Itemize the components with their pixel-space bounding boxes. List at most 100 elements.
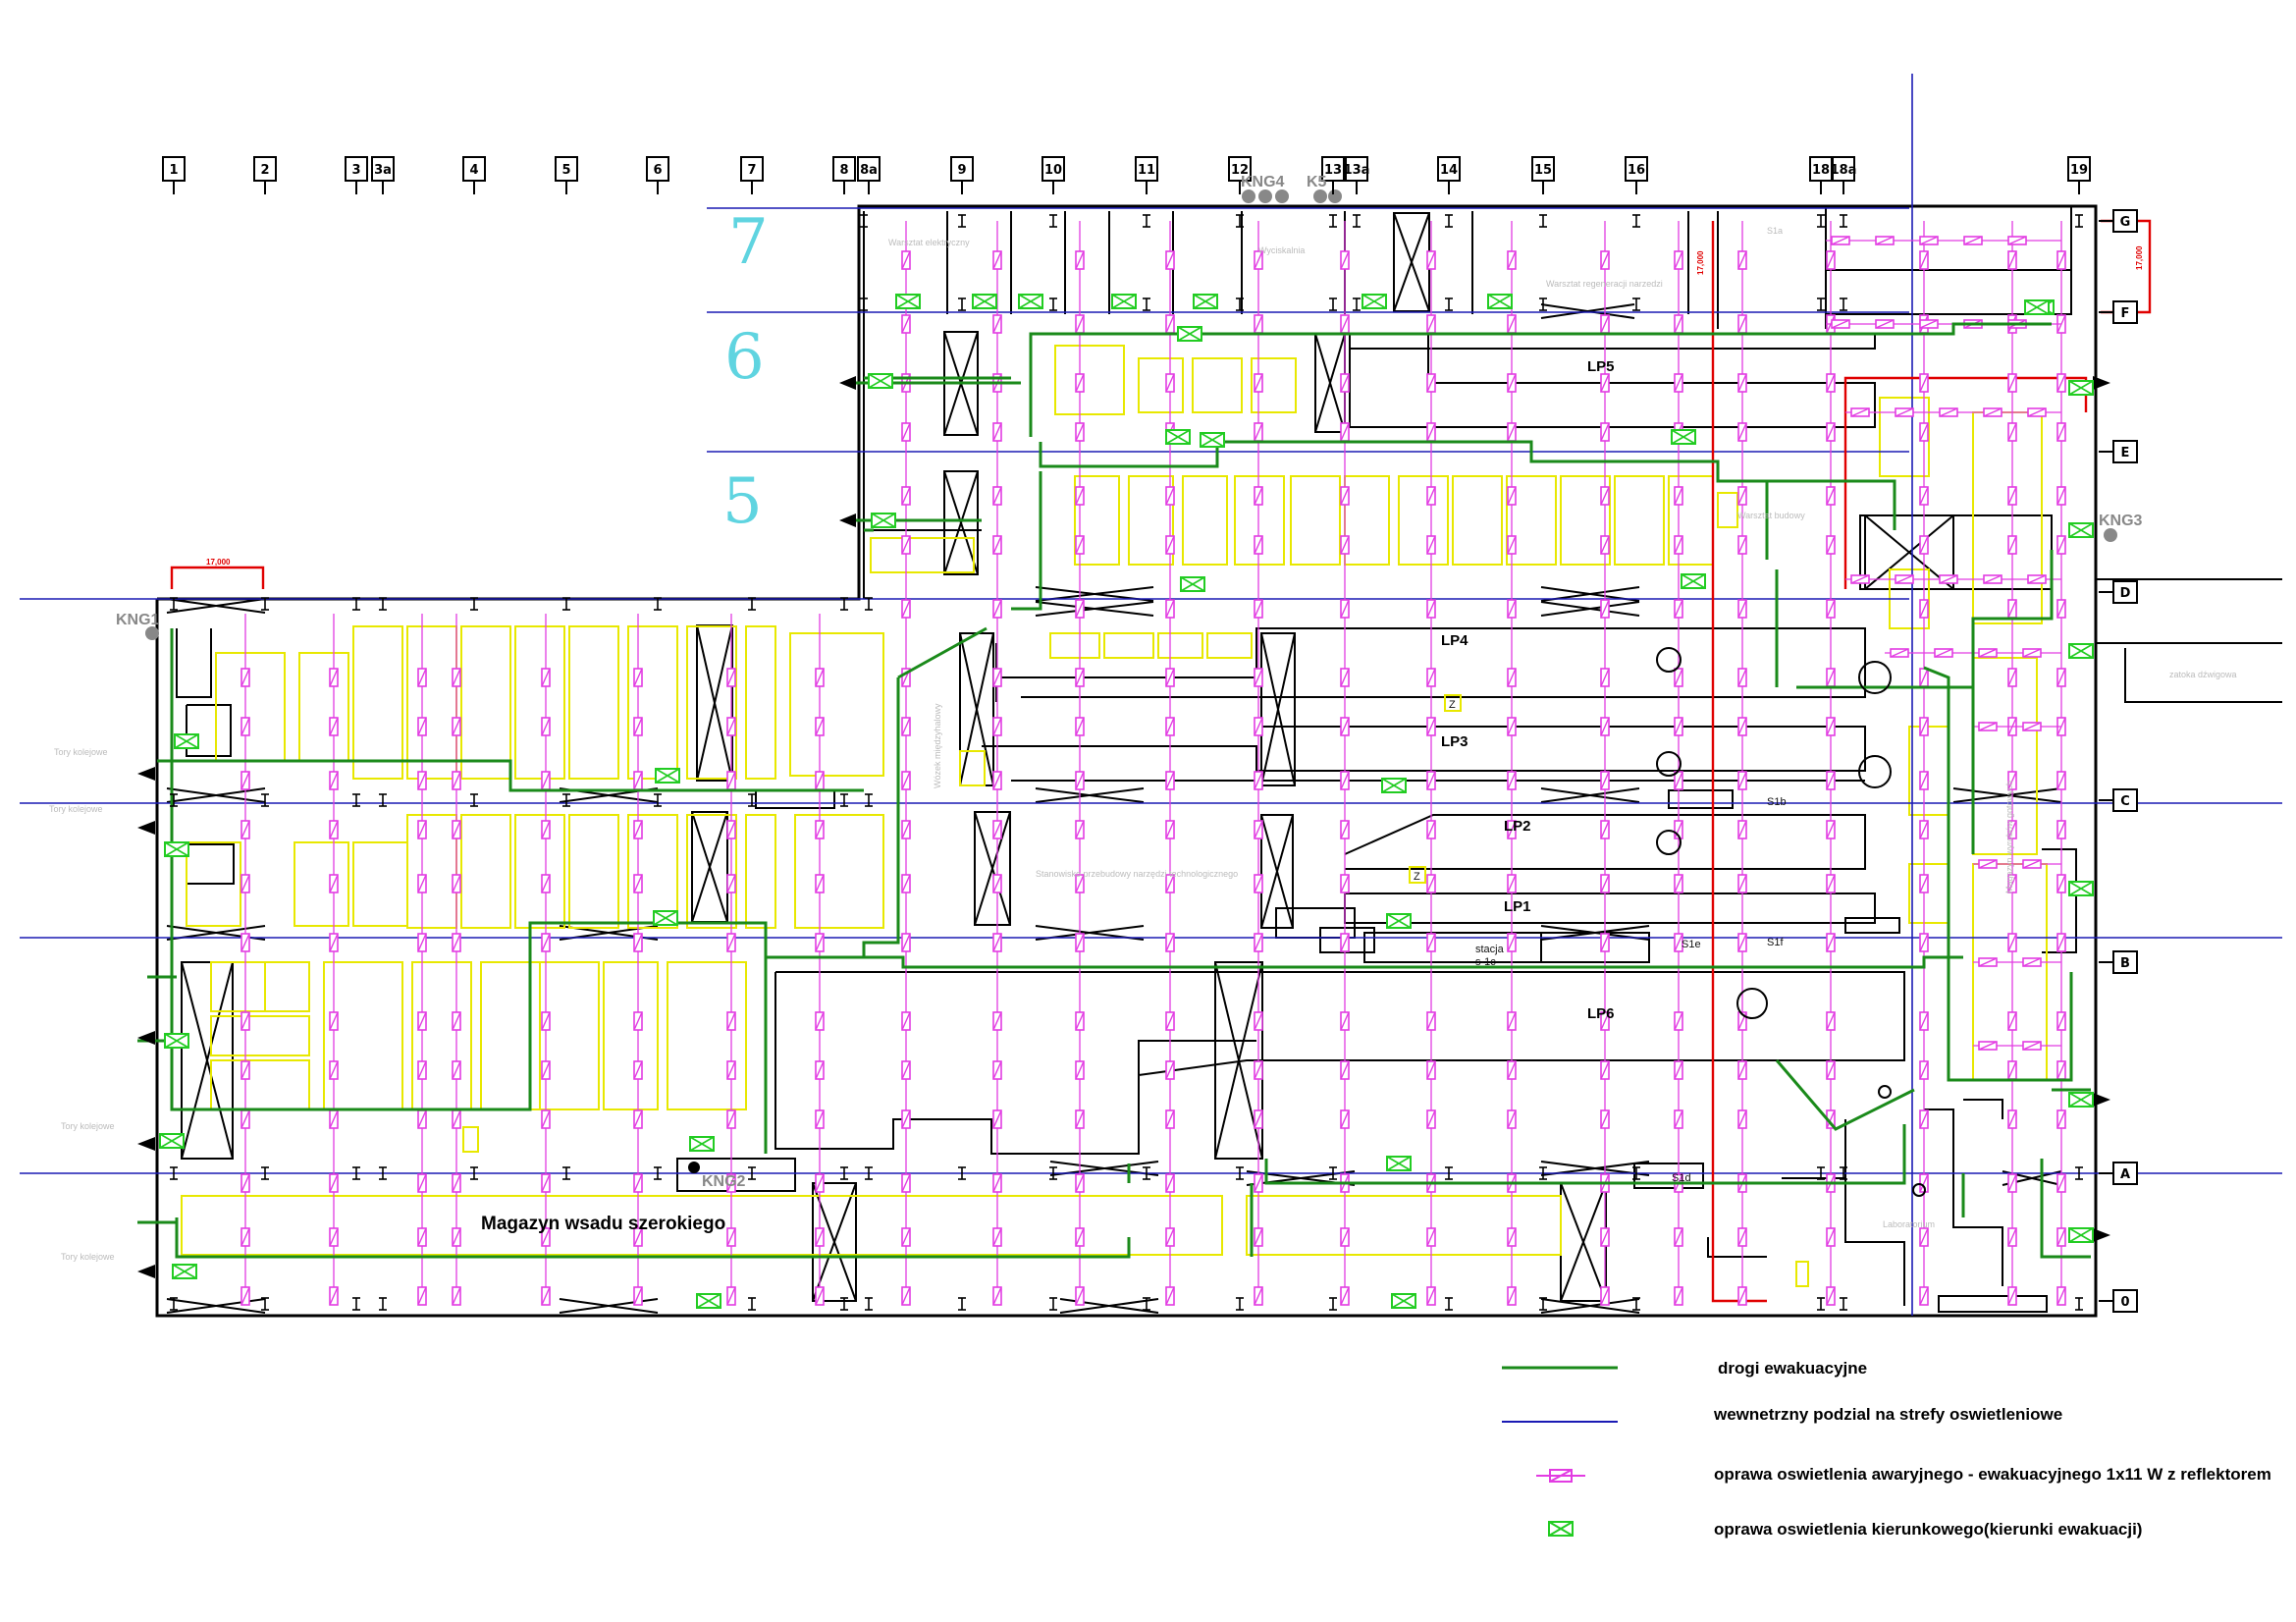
emergency-row-5 (1885, 648, 2061, 658)
emergency-light (452, 717, 461, 736)
emergency-light (1737, 314, 1747, 334)
emergency-column-6 (633, 614, 643, 1306)
runway-mark-10 (1540, 787, 1640, 803)
emergency-light (1340, 668, 1350, 687)
emergency-light (2007, 599, 2017, 619)
emergency-light (1165, 1286, 1175, 1306)
emergency-light (2056, 820, 2066, 839)
emergency-light (726, 1173, 736, 1193)
directional-light (868, 373, 893, 389)
emergency-light (452, 1286, 461, 1306)
axis-label: 6 (653, 163, 662, 178)
emergency-light (240, 874, 250, 893)
line-lp4: LP4 (1441, 632, 1468, 649)
emergency-light (992, 1227, 1002, 1247)
axis-marker-1: 1 (162, 156, 186, 194)
emergency-light (1919, 1011, 1929, 1031)
axis-marker-3a: 3a (371, 156, 395, 194)
emergency-light (240, 1109, 250, 1129)
emergency-light (1075, 599, 1085, 619)
emergency-light (1426, 717, 1436, 736)
directional-light (696, 1293, 721, 1309)
emergency-light (541, 1060, 551, 1080)
emergency-light (1674, 1060, 1683, 1080)
emergency-row-7 (1973, 859, 2061, 869)
emergency-column-2 (329, 614, 339, 1306)
emergency-light (2007, 933, 2017, 952)
runway-mark-7 (166, 787, 266, 803)
emergency-light (1600, 422, 1610, 442)
emergency-light (240, 1060, 250, 1080)
emergency-column-16 (1507, 221, 1517, 1306)
equipment-25 (460, 625, 511, 780)
equipment-48 (411, 961, 472, 1110)
kng-markers (145, 189, 2117, 1173)
emergency-light (541, 668, 551, 687)
emergency-light (2056, 486, 2066, 506)
row-marker-F: F (2099, 300, 2138, 324)
emergency-light (633, 1173, 643, 1193)
emergency-light (1254, 314, 1263, 334)
equipment-15 (1614, 475, 1665, 566)
runway-mark-22 (1059, 1298, 1159, 1314)
runway-mark-1 (166, 598, 266, 614)
equipment-32 (186, 841, 241, 927)
emergency-row-1 (1826, 236, 2061, 245)
emergency-light (1919, 599, 1929, 619)
equipment-50 (539, 961, 600, 1110)
emergency-light (1426, 668, 1436, 687)
emergency-light (1340, 486, 1350, 506)
emergency-light (815, 933, 825, 952)
emergency-light (1507, 1060, 1517, 1080)
emergency-light (1826, 874, 1836, 893)
room-magazyn-right: Magazyn wyrobów gotowych (2004, 781, 2014, 893)
emergency-light (1075, 1060, 1085, 1080)
directional-lights (159, 294, 2094, 1309)
equipment-43 (210, 961, 266, 1012)
emergency-light (901, 717, 911, 736)
emergency-light (452, 668, 461, 687)
emergency-light (1600, 373, 1610, 393)
kng2-label: KNG2 (702, 1173, 746, 1190)
axis-label: 13 (1324, 163, 1342, 178)
emergency-light (1600, 486, 1610, 506)
emergency-light (1737, 422, 1747, 442)
room-wyciskalnia: Wyciskalnia (1258, 245, 1305, 255)
emergency-light (992, 422, 1002, 442)
row-label: D (2120, 586, 2131, 601)
emergency-light (1075, 422, 1085, 442)
emergency-light (1254, 535, 1263, 555)
row-marker-B: B (2099, 950, 2138, 974)
emergency-light (2056, 250, 2066, 270)
emergency-light (452, 1060, 461, 1080)
equipment-47 (323, 961, 403, 1110)
equipment-19 (1157, 632, 1203, 659)
emergency-light (1254, 668, 1263, 687)
emergency-light (901, 1011, 911, 1031)
emergency-light (1507, 486, 1517, 506)
emergency-light (1165, 250, 1175, 270)
emergency-light (2056, 599, 2066, 619)
equipment-21 (215, 652, 286, 762)
directional-light (2024, 299, 2050, 315)
directional-light (2068, 881, 2094, 896)
kng4-dot-2 (1258, 189, 1272, 203)
crane-14 (1560, 1182, 1607, 1302)
emergency-light (1674, 486, 1683, 506)
emergency-light (1426, 599, 1436, 619)
emergency-light (1340, 314, 1350, 334)
emergency-light (2056, 933, 2066, 952)
emergency-light (815, 1227, 825, 1247)
emergency-light (1165, 1060, 1175, 1080)
equipment-10 (1344, 475, 1390, 566)
k5-dot-1 (1313, 189, 1327, 203)
emergency-light (329, 1227, 339, 1247)
emergency-light (1826, 535, 1836, 555)
emergency-light (1165, 314, 1175, 334)
emergency-light (1075, 1109, 1085, 1129)
emergency-light (2056, 1060, 2066, 1080)
emergency-light (329, 771, 339, 790)
emergency-light (1507, 250, 1517, 270)
axis-marker-4: 4 (462, 156, 486, 194)
